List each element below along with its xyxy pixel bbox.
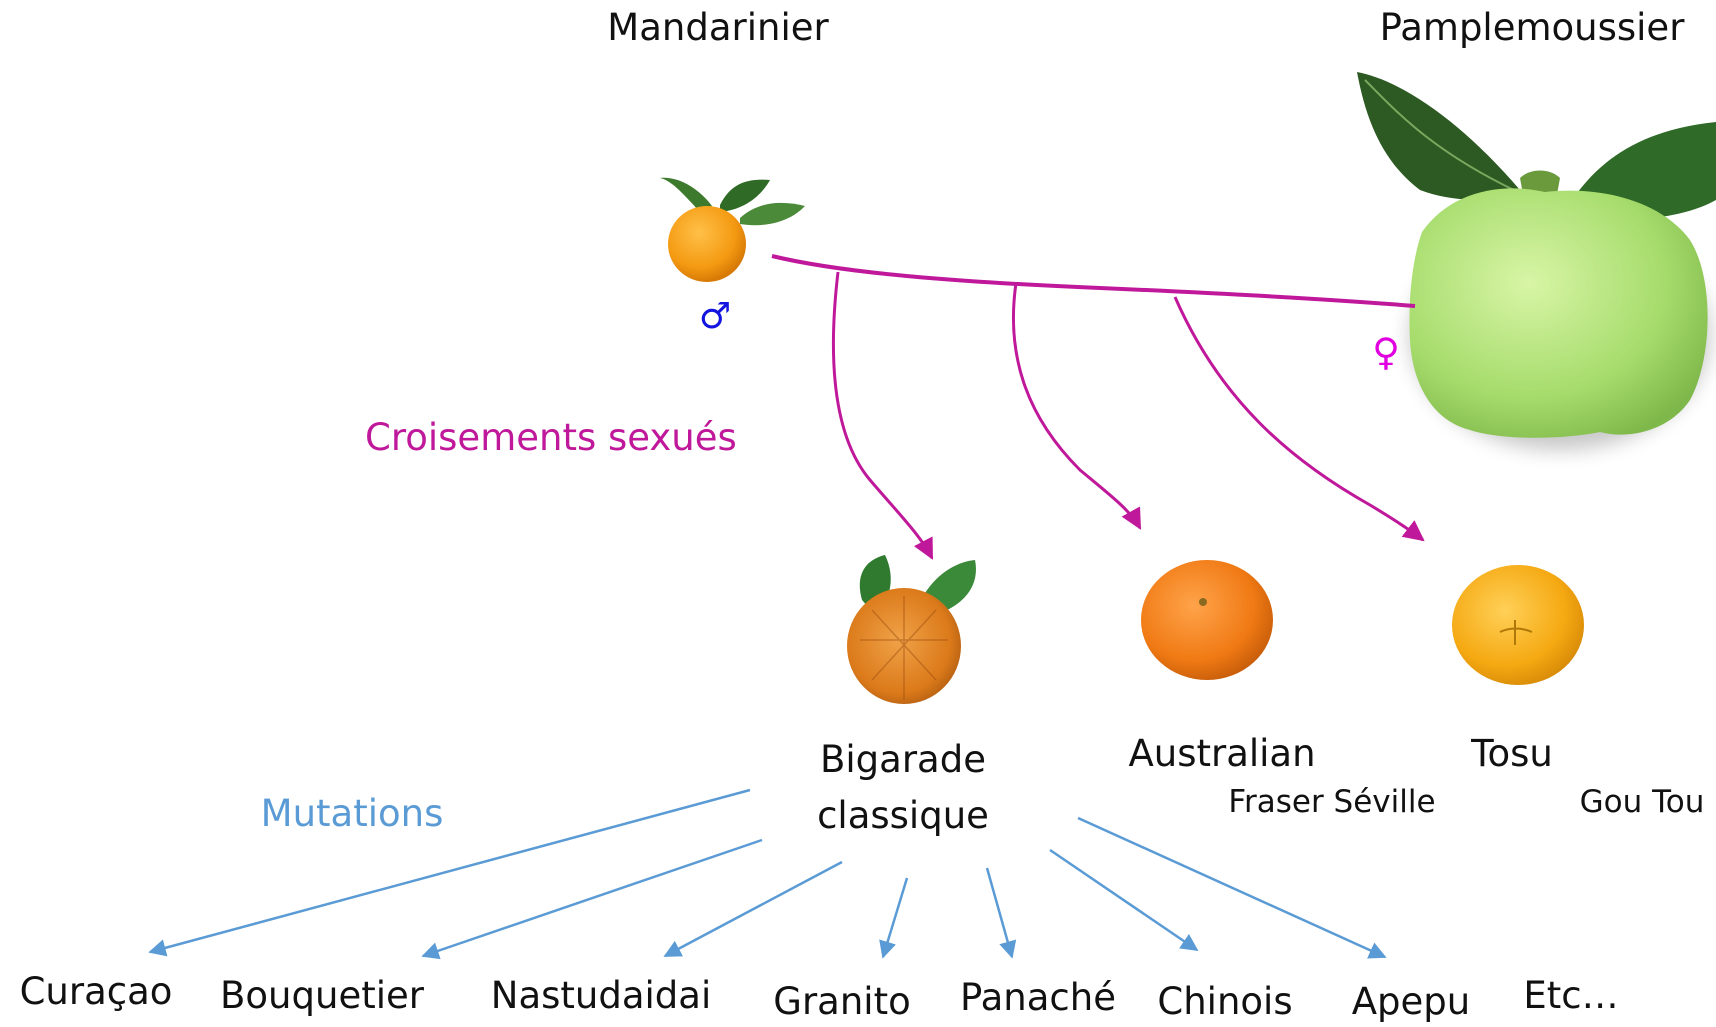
- female-symbol: ♀: [1372, 330, 1400, 374]
- mutation-chinois: Chinois: [1157, 980, 1292, 1023]
- parent-cross-line: [772, 256, 1415, 306]
- crossing-label: Croisements sexués: [365, 416, 737, 459]
- mutation-arrow-bouquetier: [423, 840, 762, 956]
- mutation-arrow-apepu: [1078, 818, 1385, 957]
- mutation-apepu: Apepu: [1352, 980, 1471, 1023]
- hybrid-bigarade-line1: Bigarade: [820, 738, 986, 781]
- male-parent-name: Mandarinier: [607, 6, 829, 49]
- hybrid-bigarade-line2: classique: [817, 794, 989, 837]
- hybrid-tosu-name: Tosu: [1470, 732, 1553, 775]
- hybrid-australian-sub: Fraser Séville: [1228, 784, 1435, 820]
- mutation-arrow-granito: [883, 878, 907, 957]
- mutation-granito: Granito: [773, 980, 910, 1023]
- cross-arrow-australian: [1013, 283, 1140, 528]
- mutation-arrow-nastudaidai: [665, 862, 842, 956]
- mutation-arrow-chinois: [1050, 850, 1197, 950]
- hybrid-tosu-sub: Gou Tou: [1580, 784, 1705, 820]
- mutation-bouquetier: Bouquetier: [220, 974, 425, 1017]
- mutation-arrow-curacao: [150, 790, 750, 952]
- hybrid-australian-name: Australian: [1128, 732, 1315, 775]
- mutation-curacao: Curaçao: [20, 970, 173, 1013]
- australian-fruit-image: [1141, 560, 1273, 680]
- tosu-fruit-image: [1452, 565, 1584, 685]
- mutation-etc: Etc…: [1523, 974, 1618, 1017]
- mutation-arrow-panache: [987, 868, 1012, 957]
- mutation-label: Mutations: [261, 792, 444, 835]
- mutation-nastudaidai: Nastudaidai: [491, 974, 711, 1017]
- cross-arrow-bigarade: [833, 272, 932, 558]
- female-parent-name: Pamplemoussier: [1380, 6, 1686, 49]
- pomelo-fruit-image: [1357, 72, 1716, 450]
- mutation-panache: Panaché: [960, 976, 1116, 1019]
- bigarade-fruit-image: [847, 555, 976, 704]
- male-symbol: ♂: [699, 296, 731, 337]
- mandarin-fruit-image: [660, 178, 805, 282]
